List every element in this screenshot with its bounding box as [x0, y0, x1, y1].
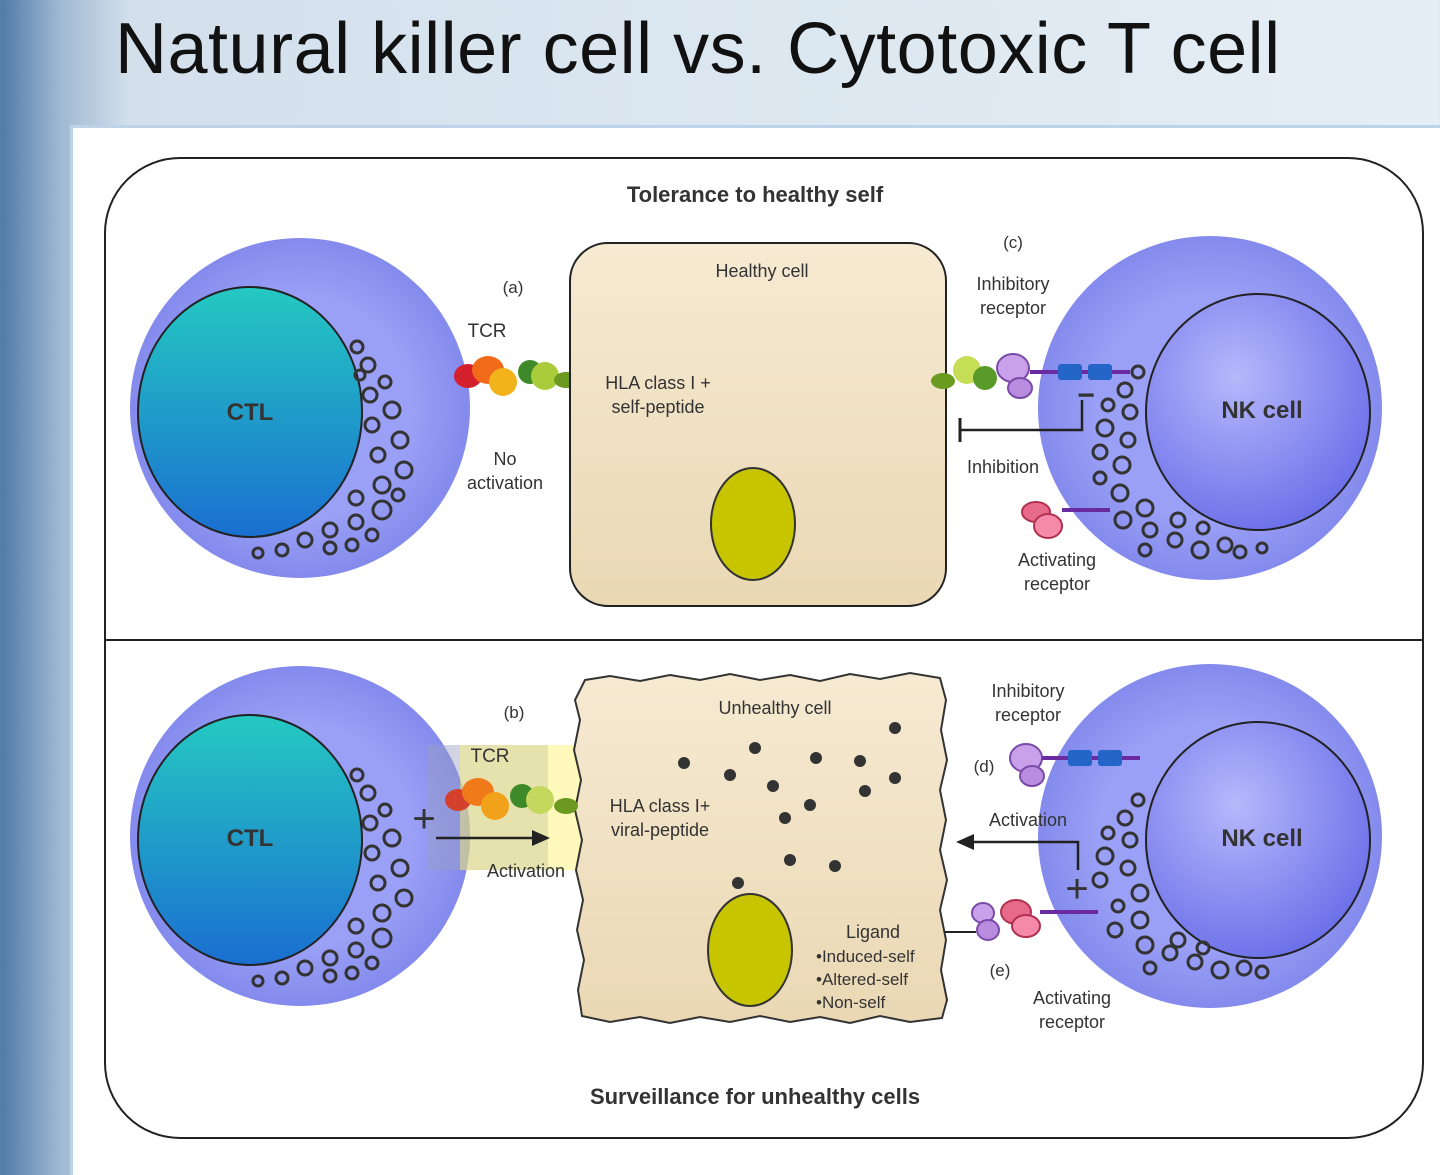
hla-bottom-line1: HLA class I+	[610, 796, 711, 816]
label-b: (b)	[504, 703, 525, 722]
inhibitory-top-line2: receptor	[980, 298, 1046, 318]
activation-label-ctl: Activation	[487, 861, 565, 881]
activating-top-line2: receptor	[1024, 574, 1090, 594]
inhibitory-receptor-bottom	[1009, 743, 1140, 787]
no-activation-line2: activation	[467, 473, 543, 493]
tcr-hla-complex-bottom	[445, 778, 578, 820]
ctl-granules	[251, 339, 414, 560]
no-activation-line1: No	[493, 449, 516, 469]
ctl-cell-bottom: CTL	[130, 666, 470, 1006]
tcr-label-top: TCR	[467, 321, 506, 342]
bottom-heading: Surveillance for unhealthy cells	[590, 1084, 920, 1109]
nk-label-bottom: NK cell	[1221, 825, 1302, 852]
activation-label-nk: Activation	[989, 810, 1067, 830]
nk-nucleus-bottom	[1145, 721, 1371, 959]
activating-receptor-top	[1021, 501, 1110, 539]
nk-granules	[1091, 364, 1269, 560]
activating-top-line1: Activating	[1018, 550, 1096, 570]
activating-receptor-bottom	[944, 899, 1098, 941]
top-heading: Tolerance to healthy self	[627, 182, 884, 207]
ligand-item-2: •Altered-self	[816, 970, 908, 989]
inhibition-label: Inhibition	[967, 457, 1039, 477]
unhealthy-cell	[572, 671, 949, 1025]
healthy-cell-label: Healthy cell	[715, 261, 808, 281]
ctl-cell-top: CTL	[130, 238, 470, 578]
hla-bottom-line2: viral-peptide	[611, 820, 709, 840]
inhibitory-bottom-line2: receptor	[995, 705, 1061, 725]
activating-bottom-line1: Activating	[1033, 988, 1111, 1008]
label-a: (a)	[503, 278, 524, 297]
unhealthy-nucleus	[707, 893, 793, 1007]
outer-frame	[104, 157, 1424, 1139]
inhibition-arrow	[960, 400, 1084, 432]
activating-bottom-line2: receptor	[1039, 1012, 1105, 1032]
ctl-granules-bottom	[251, 767, 414, 988]
plus-sign-ctl: +	[412, 797, 435, 841]
inhibitory-bottom-line1: Inhibitory	[991, 681, 1064, 701]
ctl-label-top: CTL	[227, 399, 274, 426]
nk-cell-top: NK cell	[1038, 236, 1382, 580]
nk-nucleus	[1145, 293, 1371, 531]
healthy-nucleus	[710, 467, 796, 581]
inhibitory-receptor-top	[931, 353, 1130, 399]
tcr-label-bottom: TCR	[470, 746, 509, 767]
nk-granules-bottom	[1091, 792, 1270, 980]
label-e: (e)	[990, 961, 1011, 980]
label-c: (c)	[1003, 233, 1023, 252]
ctl-nucleus-bottom	[137, 714, 363, 966]
ctl-label-bottom: CTL	[227, 825, 274, 852]
tcr-hla-complex-top	[454, 356, 578, 396]
ligand-item-3: •Non-self	[816, 993, 886, 1012]
plus-sign-nk: +	[1065, 867, 1088, 911]
hla-top-line2: self-peptide	[611, 397, 704, 417]
healthy-cell	[569, 242, 947, 607]
minus-sign: −	[1077, 379, 1095, 412]
viral-particles	[678, 722, 901, 889]
ctl-nucleus	[137, 286, 363, 538]
inhibitory-top-line1: Inhibitory	[976, 274, 1049, 294]
nk-cell-bottom: NK cell	[1038, 664, 1382, 1008]
ligand-item-1: •Induced-self	[816, 947, 915, 966]
label-d: (d)	[974, 757, 995, 776]
activation-arrow-nk	[972, 840, 1080, 870]
nk-label-top: NK cell	[1221, 397, 1302, 424]
unhealthy-cell-label: Unhealthy cell	[718, 698, 831, 718]
slide-title: Natural killer cell vs. Cytotoxic T cell	[115, 9, 1281, 89]
hla-top-line1: HLA class I +	[605, 373, 711, 393]
ligand-label: Ligand	[846, 922, 900, 942]
